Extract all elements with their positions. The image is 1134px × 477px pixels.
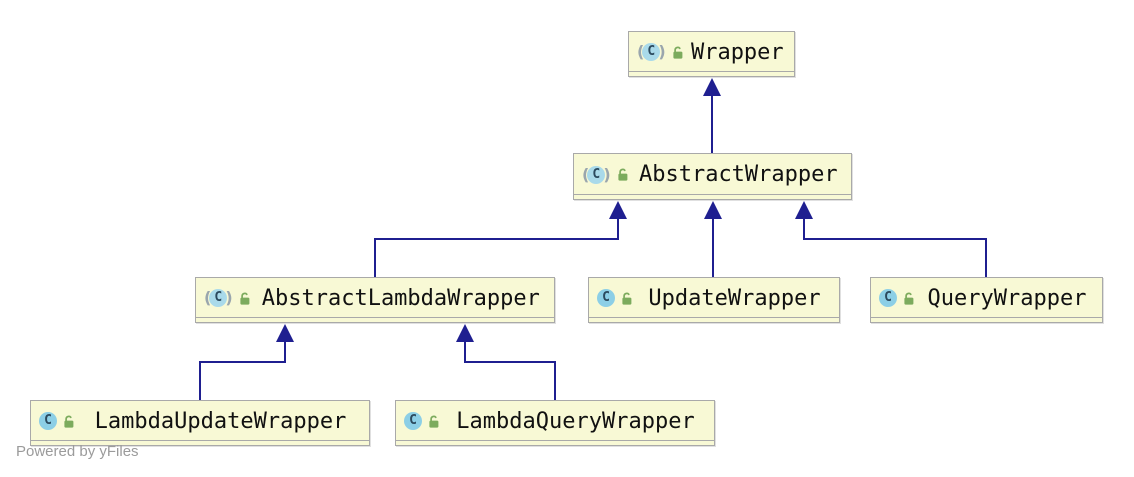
abstract-class-icon: (C) (204, 288, 233, 307)
class-node-wrapper[interactable]: (C) Wrapper (628, 31, 795, 77)
class-icon: C (597, 289, 615, 307)
class-name-label: AbstractLambdaWrapper (261, 285, 540, 311)
edge-lambdaquerywrapper-extends-abstractlambdawrapper[interactable] (456, 324, 556, 400)
class-node-lambda-query-wrapper[interactable]: C LambdaQueryWrapper (395, 400, 715, 446)
class-icon: C (879, 289, 897, 307)
class-name-label: UpdateWrapper (648, 285, 821, 311)
yfiles-watermark: Powered by yFiles (16, 443, 139, 460)
class-node-abstract-lambda-wrapper[interactable]: (C) AbstractLambdaWrapper (195, 277, 555, 323)
class-node-query-wrapper[interactable]: C QueryWrapper (870, 277, 1103, 323)
abstract-class-icon: (C) (637, 42, 666, 61)
unlocked-icon (61, 414, 76, 429)
class-icon: C (39, 412, 57, 430)
class-node-abstract-wrapper[interactable]: (C) AbstractWrapper (573, 153, 852, 200)
edge-abstractwrapper-extends-wrapper[interactable] (703, 78, 721, 153)
class-node-update-wrapper[interactable]: C UpdateWrapper (588, 277, 840, 323)
class-name-label: LambdaUpdateWrapper (94, 408, 347, 434)
class-name-label: AbstractWrapper (638, 162, 838, 187)
class-name-label: Wrapper (690, 39, 784, 65)
unlocked-icon (670, 45, 685, 60)
unlocked-icon (901, 291, 916, 306)
edge-querywrapper-extends-abstractwrapper[interactable] (795, 201, 987, 277)
edge-abstractlambdawrapper-extends-abstractwrapper[interactable] (374, 201, 627, 277)
edge-lambdaupdatewrapper-extends-abstractlambdawrapper[interactable] (199, 324, 294, 400)
unlocked-icon (619, 291, 634, 306)
class-node-lambda-update-wrapper[interactable]: C LambdaUpdateWrapper (30, 400, 370, 446)
abstract-class-icon: (C) (582, 164, 611, 184)
unlocked-icon (615, 167, 630, 182)
class-name-label: LambdaQueryWrapper (456, 408, 695, 434)
edge-updatewrapper-extends-abstractwrapper[interactable] (704, 201, 722, 277)
class-name-label: QueryWrapper (927, 285, 1087, 311)
unlocked-icon (237, 291, 252, 306)
class-icon: C (404, 412, 422, 430)
unlocked-icon (426, 414, 441, 429)
